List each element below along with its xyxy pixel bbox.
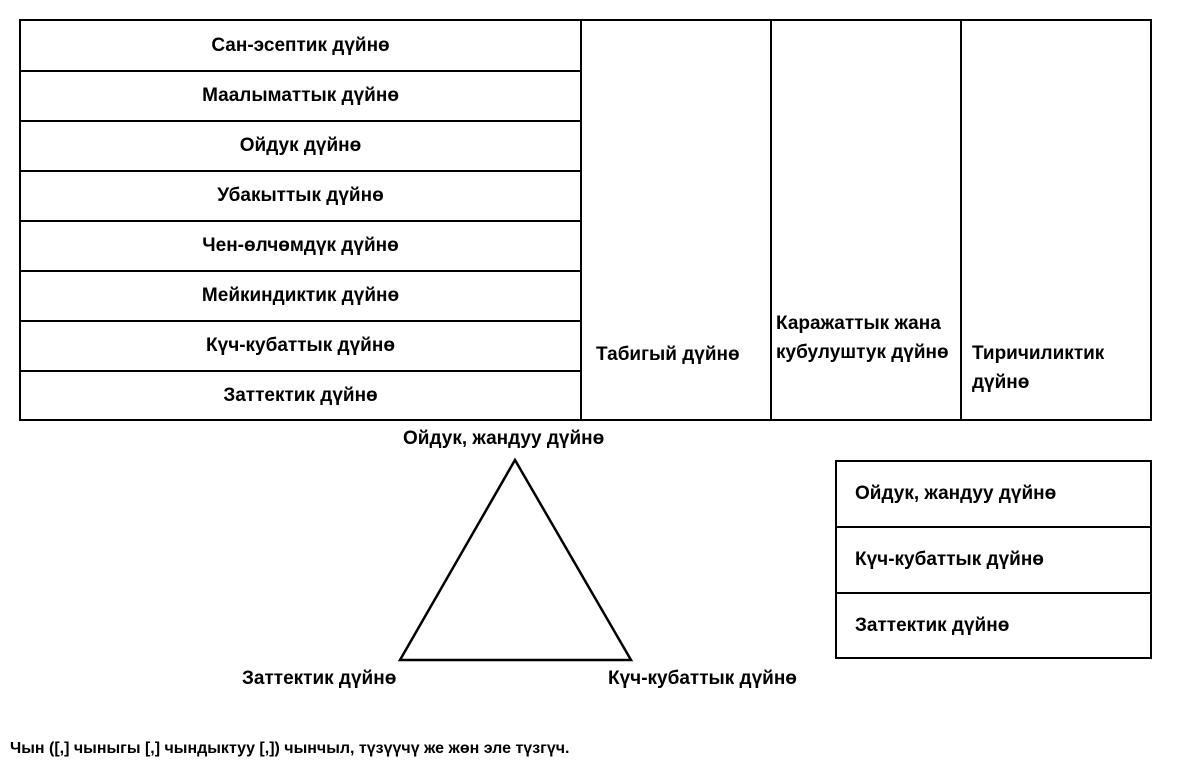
table-row-cell: Мейкиндиктик дүйнө (201, 285, 400, 306)
legend-item-energy: Күч-кубаттык дүйнө (855, 549, 1044, 570)
table-row-cell: Убакыттык дүйнө (217, 185, 384, 206)
table-row-cell: Маалыматтык дүйнө (202, 85, 399, 106)
column-divider (960, 21, 962, 419)
column-label-resources: Каражаттык жана кубулуштук дүйнө (776, 313, 949, 363)
column-label-living: Тиричиликтик дүйнө (972, 343, 1105, 393)
row-divider (21, 120, 582, 122)
legend-divider (837, 526, 1150, 528)
row-divider (21, 170, 582, 172)
table-row-cell: Сан-эсептик дүйнө (211, 34, 390, 56)
row-divider (21, 70, 582, 72)
legend-item-mental: Ойдук, жандуу дүйнө (855, 483, 1057, 504)
row-divider (21, 270, 582, 272)
column-divider (770, 21, 772, 419)
triangle-top-label: Ойдук, жандуу дүйнө (403, 428, 605, 449)
row-divider (21, 320, 582, 322)
triangle-right-label: Күч-кубаттык дүйнө (608, 668, 797, 689)
legend-box: Ойдук, жандуу дүйнө Күч-кубаттык дүйнө З… (835, 460, 1152, 659)
column-label-natural: Табигый дүйнө (596, 344, 740, 365)
column-divider (580, 21, 582, 419)
row-divider (21, 370, 582, 372)
triangle-left-label: Заттектик дүйнө (242, 668, 397, 689)
table-row-cell: Ойдук дүйнө (239, 135, 362, 156)
table-row-cell: Чен-өлчөмдүк дүйнө (202, 235, 399, 256)
legend-divider (837, 592, 1150, 594)
row-divider (21, 220, 582, 222)
footer-caption: Чын ([,] чыныгы [,] чындыктуу [,]) чынчы… (10, 740, 570, 757)
legend-item-matter: Заттектик дүйнө (855, 614, 1010, 636)
table-row-cell: Заттектик дүйнө (223, 384, 378, 406)
worlds-table: Сан-эсептик дүйнө Маалыматтык дүйнө Ойду… (19, 19, 1152, 421)
triangle-shape (397, 457, 634, 662)
table-row-cell: Күч-кубаттык дүйнө (206, 335, 395, 356)
